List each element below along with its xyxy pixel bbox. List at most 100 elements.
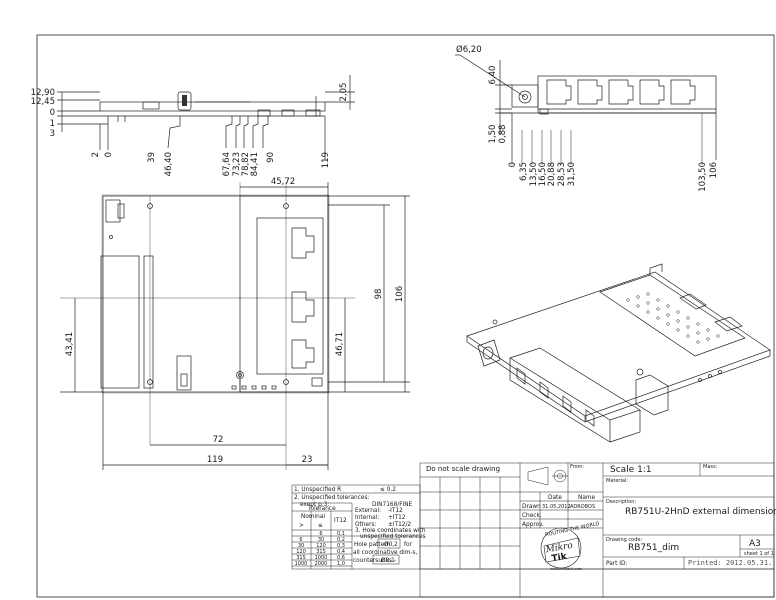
dim-84-41: 84,41 [250, 152, 260, 176]
tolerance-cell: 1000 [315, 555, 328, 561]
tolerance-cell: 0,4 [337, 549, 345, 555]
drawn-name: ADROBOS [570, 504, 595, 510]
dim-106: 106 [709, 162, 719, 178]
drawn-date: 31.05.2012 [542, 504, 571, 510]
tolerance-cell: 6 [299, 537, 302, 543]
mikrotik-logo: ROUTING THE WORLD Mikro Tik www.mikrotik… [540, 521, 600, 571]
tolerance-cell: 120 [316, 543, 326, 549]
tolerance-cell: 0,2 [337, 537, 345, 543]
tolerance-cell: 30 [298, 543, 304, 549]
dim-1: 1 [50, 119, 55, 129]
dim-20-88: 20,88 [547, 162, 557, 186]
material-label: Material: [606, 478, 628, 484]
tol-int-val: +IT12 [388, 515, 406, 521]
tol-line2b: exept p.3: [300, 502, 329, 508]
dim-12-90: 12,90 [31, 88, 55, 98]
tol-gt: > [299, 523, 304, 529]
tol-note3a: 3. Hole coordinates with [355, 528, 426, 534]
isometric-view [466, 263, 771, 443]
date-header: Date [548, 495, 562, 501]
no-scale-note: Do not scale drawing [426, 465, 500, 473]
dim-31-50: 31,50 [567, 162, 577, 186]
ethernet-ports-plan [291, 227, 315, 369]
tolerance-cell: 1,0 [337, 561, 345, 567]
description-label: Description: [606, 499, 636, 505]
top-view-dimensions: 12,90 12,45 0 1 3 2,05 2 0 39 46,40 67,6… [31, 83, 349, 177]
tol-nominal: Nominal [301, 514, 325, 520]
dim-1-50: 1,50 [488, 125, 498, 144]
tol-note3b: unspecified tolerances [360, 534, 426, 540]
tol-line2: 2. Unspecified tolerances: [294, 495, 369, 501]
dim-39: 39 [147, 152, 157, 163]
dim-119-plan: 119 [207, 455, 223, 465]
dim-103-50: 103,50 [698, 162, 708, 192]
tol-line1: 1. Unspecified R [294, 487, 341, 493]
tol-hole-pattern: Hole pattern [354, 542, 391, 548]
dim-23: 23 [302, 455, 313, 465]
scale-value: Scale 1:1 [610, 465, 652, 475]
tol-cs-val: Ø0,1 [381, 557, 395, 564]
from-label: From: [570, 464, 584, 470]
dim-90: 90 [266, 152, 276, 163]
plan-view-dimensions: 45,72 98 106 43,41 46,71 72 119 23 [65, 177, 405, 465]
dim-0-88: 0,88 [498, 125, 508, 144]
tolerance-cell: 30 [318, 537, 324, 543]
tolerance-cell: 315 [296, 555, 306, 561]
dim-2: 2 [91, 152, 101, 157]
dim-46-71: 46,71 [335, 332, 345, 356]
dim-6-40: 6,40 [488, 66, 498, 85]
tol-oth-val: ±IT12/2 [388, 522, 411, 528]
tol-oth-label: Others: [355, 522, 376, 528]
dim-98: 98 [374, 289, 384, 300]
dim-46-40: 46,40 [164, 152, 174, 176]
dim-73-23: 73,23 [232, 152, 242, 176]
tolerance-cell: 0,3 [337, 543, 345, 549]
approv-label: Approv. [522, 522, 544, 528]
tolerance-cell: 1000 [295, 561, 308, 567]
tolerance-cell: 0,6 [337, 555, 345, 561]
sheet-number: sheet 1 of 1 [744, 551, 774, 557]
tolerance-cell: 315 [316, 549, 326, 555]
title-block [419, 462, 775, 598]
dim-6-35: 6,35 [519, 162, 529, 181]
tolerance-block [291, 484, 421, 570]
tolerance-cell: 2000 [315, 561, 328, 567]
tol-ext-label: External: [355, 508, 381, 514]
tol-line1-val: ≤ 0.2 [380, 487, 396, 493]
title-block-text: Do not scale drawing From: Scale 1:1 Mas… [426, 464, 776, 567]
tolerance-cell: 6 [319, 531, 322, 537]
description-value: RB751U-2HnD external dimensions [625, 507, 776, 517]
dim-119: 119 [321, 152, 331, 168]
dim-72: 72 [213, 435, 224, 445]
dim-12-45: 12,45 [31, 97, 55, 107]
mass-label: Mass: [703, 464, 718, 470]
dim-28-53: 28,53 [557, 162, 567, 186]
dim-0b: 0 [104, 152, 114, 157]
dim-43-41: 43,41 [65, 332, 75, 356]
tol-int-label: Internal: [355, 515, 379, 521]
side-view-dimensions: Ø6,20 6,40 1,50 0,88 0 6,35 13,50 16,50 … [456, 44, 719, 192]
logo-tik: Tik [551, 552, 569, 565]
tol-le: ≤ [318, 523, 323, 529]
tol-hp-for: for [404, 542, 413, 548]
drawn-label: Drawn [522, 504, 541, 510]
dim-106-plan: 106 [395, 286, 405, 302]
dim-s-0: 0 [508, 162, 518, 167]
tol-standard: DIN7168/FINE [372, 502, 413, 508]
tol-ext-val: -IT12 [388, 508, 403, 514]
ethernet-ports-side [546, 79, 696, 105]
dim-16-50: 16,50 [538, 162, 548, 186]
dim-67-64: 67,64 [222, 152, 232, 176]
tolerance-cell: 120 [296, 549, 306, 555]
check-label: Check. [522, 513, 542, 519]
sheet-border [36, 34, 775, 598]
tol-it12: IT12 [334, 518, 347, 524]
tol-countersunks: countersunks - [353, 558, 396, 564]
tol-hp-val: Ø0,2 [384, 541, 398, 548]
dim-45-72: 45,72 [271, 177, 295, 187]
dim-78-82: 78,82 [241, 152, 251, 176]
dim-3: 3 [50, 129, 55, 139]
dim-2-05: 2,05 [339, 83, 349, 102]
